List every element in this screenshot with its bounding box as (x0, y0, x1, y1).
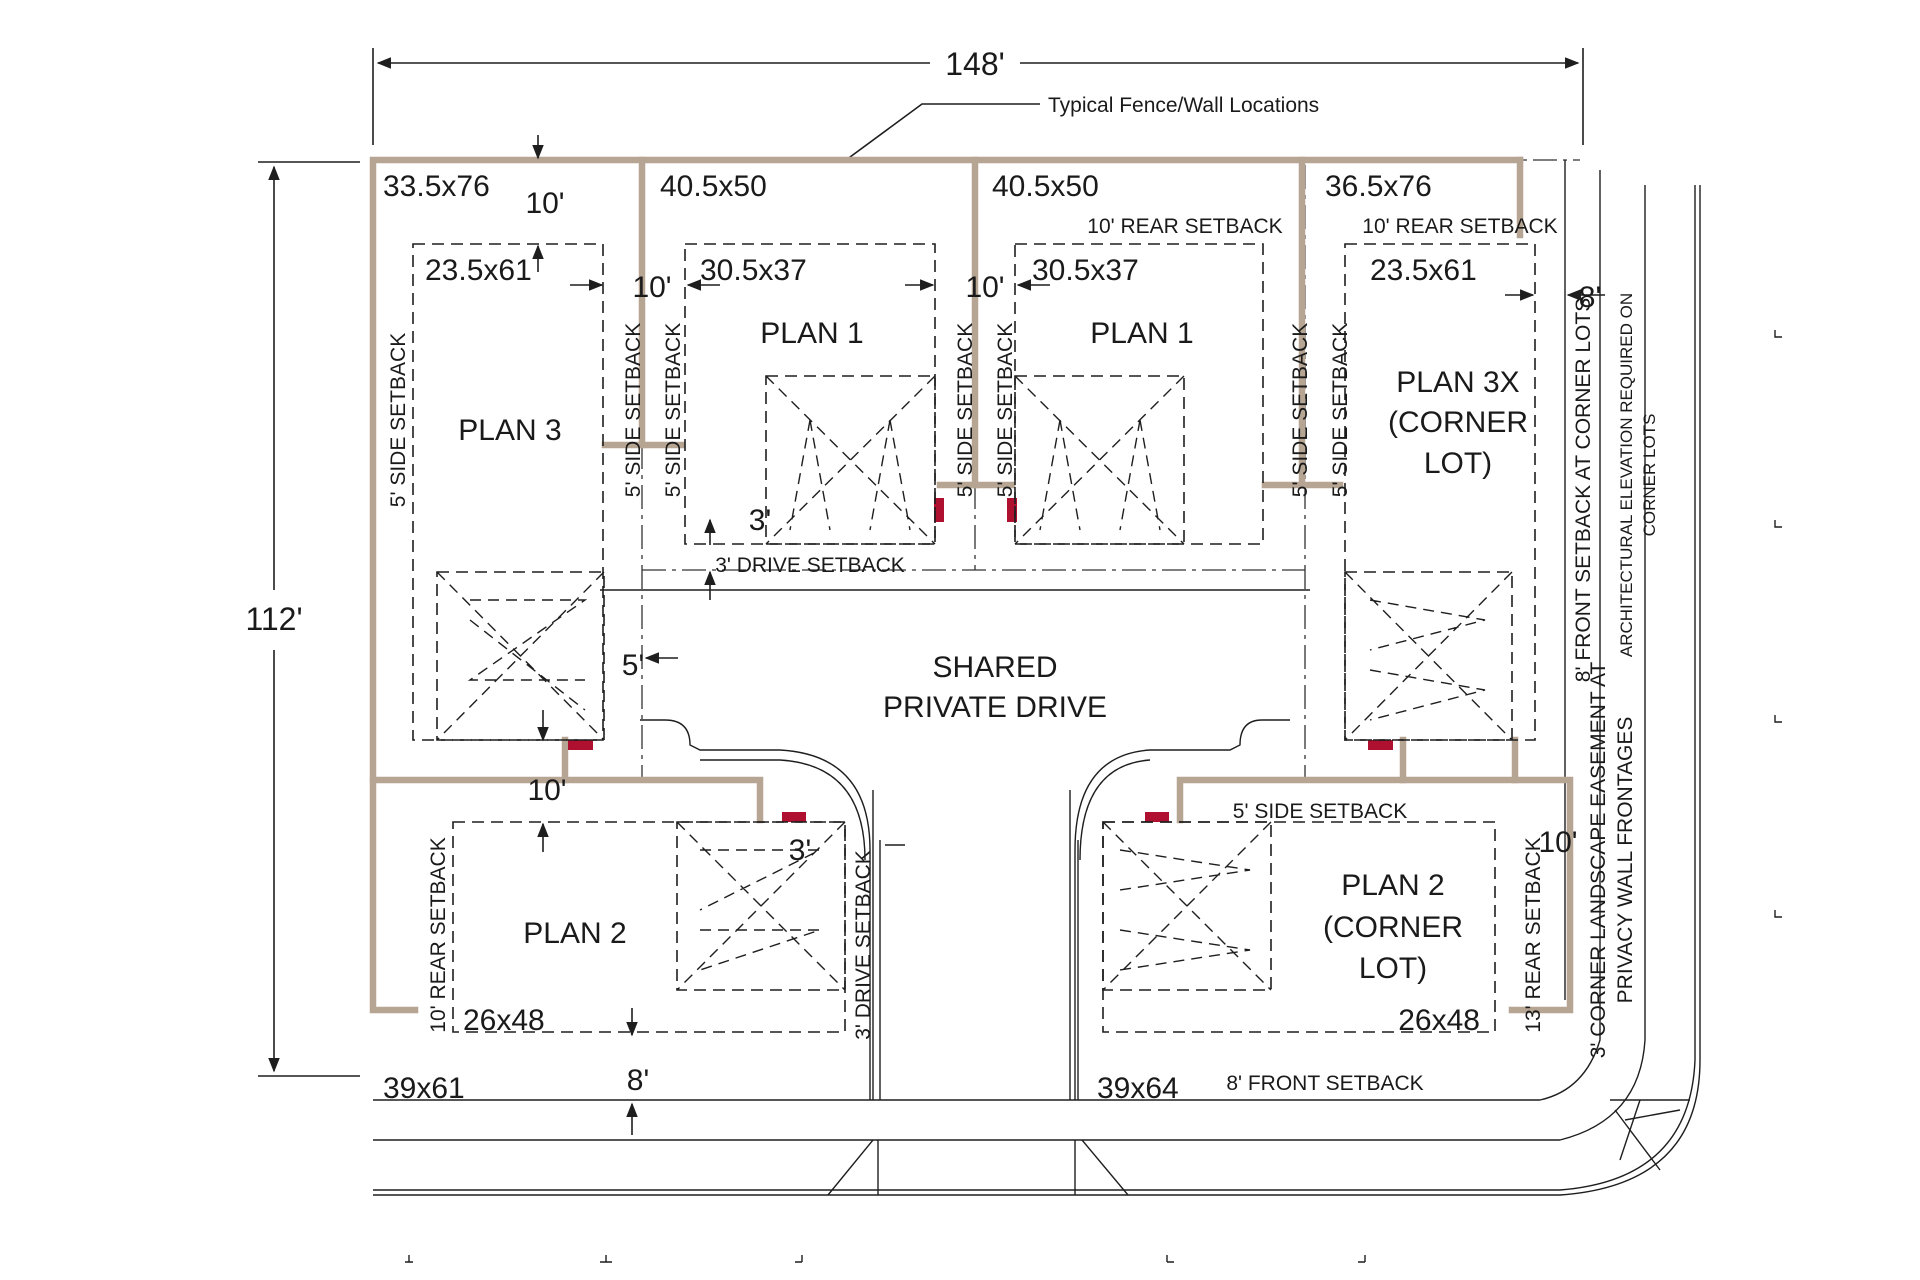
edge-ticks (405, 330, 1782, 1263)
drive-label-line1: SHARED (932, 651, 1057, 684)
mark-8-tr: 8' (1579, 281, 1601, 314)
drive-label: SHARED PRIVATE DRIVE (883, 651, 1107, 724)
lot-size-br: 39x64 (1097, 1072, 1179, 1105)
mark-10-bl: 10' (527, 774, 566, 807)
overall-depth-dimension: 112' (245, 161, 360, 1077)
mark-10-tl: 10' (525, 187, 564, 220)
mark-3-tc1: 3' (749, 504, 771, 537)
overall-width-dimension: 148' (372, 46, 1584, 145)
setback-labels: 10' REAR SETBACK 10' REAR SETBACK 3' DRI… (387, 215, 1595, 1095)
garage-areas (436, 375, 1513, 991)
utility-boxes (568, 498, 1393, 822)
bldg-size-tr: 23.5x61 (1370, 254, 1477, 287)
drive-label-line2: PRIVATE DRIVE (883, 691, 1107, 724)
plan-br-line2: (CORNER (1323, 911, 1463, 944)
mark-5-tl: 5' (622, 649, 644, 682)
plan-tr-line3: LOT) (1424, 447, 1492, 480)
corner-notes: ARCHITECTURAL ELEVATION REQUIRED ON CORN… (1587, 293, 1659, 1058)
bldg-size-tc1: 30.5x37 (700, 254, 807, 287)
plan-tr-line1: PLAN 3X (1396, 366, 1519, 399)
drive-setback-top: 3' DRIVE SETBACK (715, 554, 905, 577)
rear-setback-br: 13' REAR SETBACK (1522, 837, 1545, 1032)
setback-arrows (532, 135, 1605, 1135)
landscape-note-line1: 3' CORNER LANDSCAPE EASEMENT AT (1587, 662, 1610, 1059)
fence-callout-label: Typical Fence/Wall Locations (1048, 94, 1319, 117)
drive-setback-bl: 3' DRIVE SETBACK (852, 850, 875, 1040)
plan-bl: PLAN 2 (523, 917, 626, 950)
lot-labels: 33.5x76 23.5x61 PLAN 3 40.5x50 30.5x37 P… (383, 170, 1528, 1105)
bldg-size-bl: 26x48 (463, 1004, 545, 1037)
mark-3-bl: 3' (789, 834, 811, 867)
bldg-size-tc2: 30.5x37 (1032, 254, 1139, 287)
rear-setback-bl: 10' REAR SETBACK (427, 837, 450, 1032)
mark-10-tc1: 10' (632, 271, 671, 304)
landscape-note-line2: PRIVACY WALL FRONTAGES (1614, 717, 1637, 1004)
arch-note-line1: ARCHITECTURAL ELEVATION REQUIRED ON (1617, 293, 1636, 657)
front-setback-corner: 8' FRONT SETBACK AT CORNER LOTS (1572, 298, 1595, 682)
plan-tr-line2: (CORNER (1388, 406, 1528, 439)
fence-callout: Typical Fence/Wall Locations (845, 94, 1319, 161)
side-setback-br: 5' SIDE SETBACK (1233, 800, 1407, 823)
rear-setback-tc2: 10' REAR SETBACK (1087, 215, 1282, 238)
side-setback-tl-r: 5' SIDE SETBACK (622, 323, 645, 497)
measure-marks: 10' 10' 10' 8' 3' 5' 10' 3' 8' 10' (525, 187, 1601, 1097)
side-setback-tc1-l: 5' SIDE SETBACK (662, 323, 685, 497)
side-setback-tl: 5' SIDE SETBACK (387, 333, 410, 507)
lot-size-bl: 39x61 (383, 1072, 465, 1105)
bldg-size-br: 26x48 (1398, 1004, 1480, 1037)
plan-tc1: PLAN 1 (760, 317, 863, 350)
plan-br-line3: LOT) (1359, 952, 1427, 985)
lot-size-tr: 36.5x76 (1325, 170, 1432, 203)
bldg-size-tl: 23.5x61 (425, 254, 532, 287)
front-setback-br: 8' FRONT SETBACK (1226, 1072, 1423, 1095)
mark-8-bl: 8' (627, 1064, 649, 1097)
lot-size-tc1: 40.5x50 (660, 170, 767, 203)
mark-10-br: 10' (1538, 826, 1577, 859)
lot-size-tc2: 40.5x50 (992, 170, 1099, 203)
side-setback-tr-l: 5' SIDE SETBACK (1329, 323, 1352, 497)
mark-10-tc2: 10' (965, 271, 1004, 304)
side-setback-tc2-r: 5' SIDE SETBACK (1289, 323, 1312, 497)
plan-br-line1: PLAN 2 (1341, 869, 1444, 902)
fence-lines (369, 156, 1574, 1014)
overall-depth-label: 112' (245, 601, 302, 637)
rear-setback-tr: 10' REAR SETBACK (1362, 215, 1557, 238)
road-and-curb-lines (373, 159, 1701, 1196)
overall-width-label: 148' (945, 46, 1005, 82)
lot-size-tl: 33.5x76 (383, 170, 490, 203)
plan-tl: PLAN 3 (458, 414, 561, 447)
side-setback-tc1-r: 5' SIDE SETBACK (954, 323, 977, 497)
shared-drive-outline (600, 589, 1310, 1100)
arch-note-line2: CORNER LOTS (1640, 414, 1659, 537)
plan-tc2: PLAN 1 (1090, 317, 1193, 350)
side-setback-tc2-l: 5' SIDE SETBACK (994, 323, 1017, 497)
